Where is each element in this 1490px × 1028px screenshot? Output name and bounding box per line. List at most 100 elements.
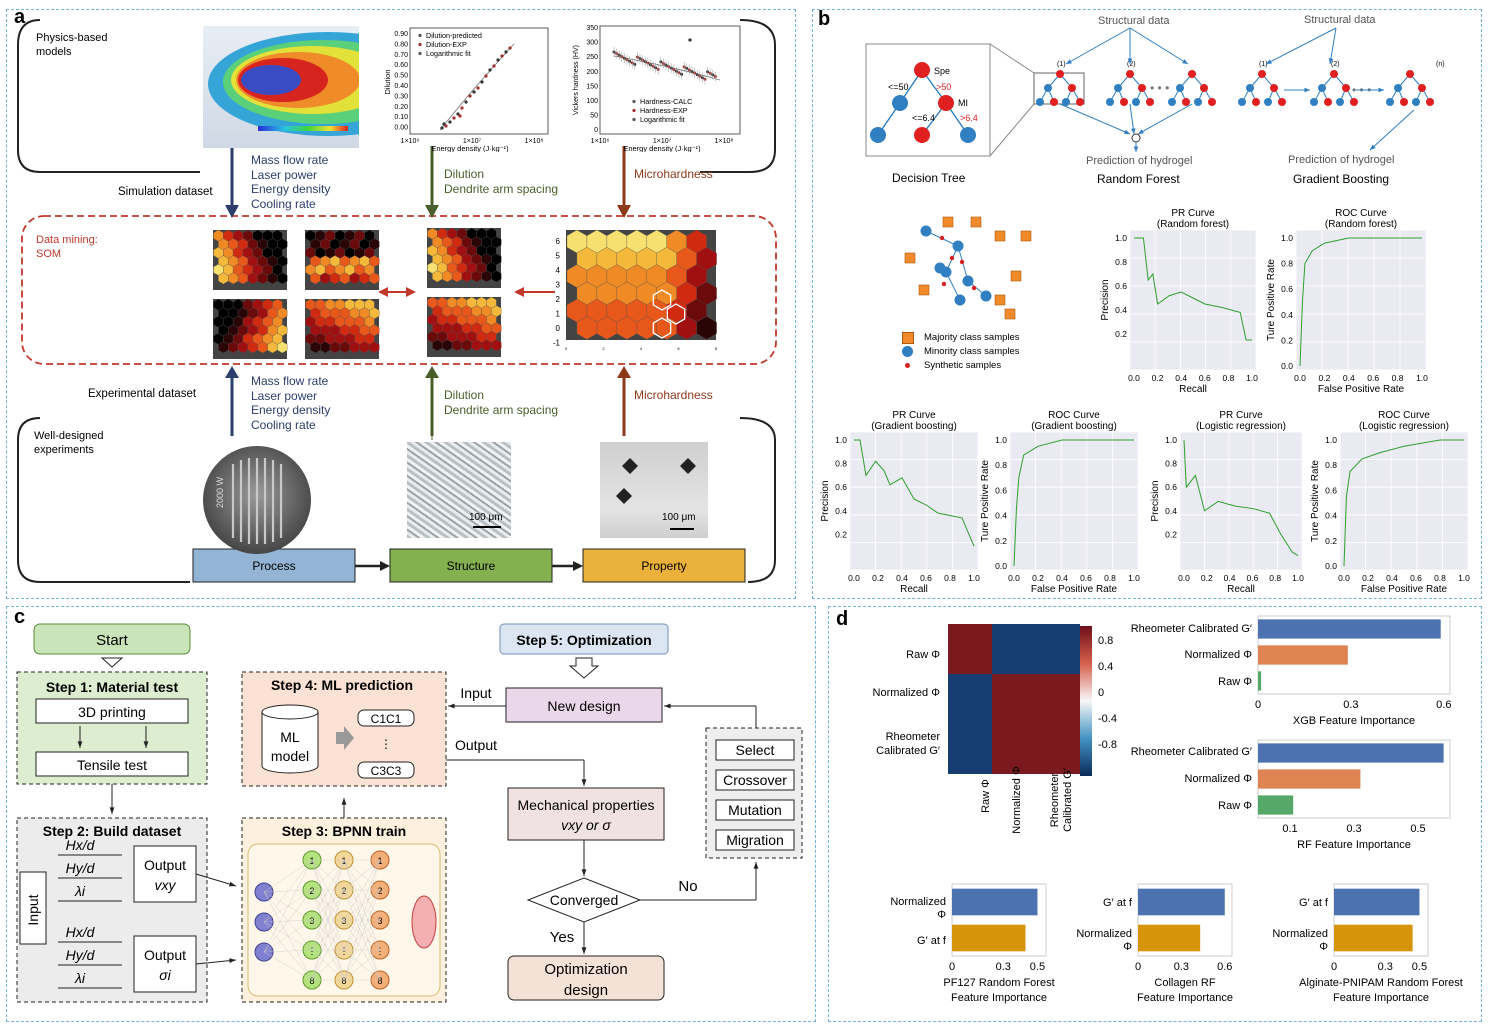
nn-output-node [411, 895, 437, 949]
step5-arrow [568, 657, 600, 679]
to-step3-2-head [229, 958, 236, 964]
ml-text-2: model [271, 748, 309, 764]
gb-tree-3-node [1386, 98, 1394, 106]
converged-text: Converged [550, 892, 619, 908]
plot-2-xtick: 0.4 [896, 573, 908, 583]
rf-tick: 0.3 [1346, 823, 1361, 835]
heatmap-cell [992, 724, 1036, 774]
rf-tree-2-node [1126, 70, 1134, 78]
plot-4-xtick: 0.6 [1246, 573, 1258, 583]
hm-row-2: Rheometer [886, 731, 941, 743]
som-big-ytick: 0 [556, 324, 561, 333]
hard-legend-mark [632, 108, 636, 113]
microhardness-top: Microhardness [634, 167, 713, 181]
hard-legend: Hardness-EXP [640, 106, 688, 115]
rf-tree-1-node [1050, 98, 1058, 106]
hard-frame [599, 25, 741, 135]
dil-point [488, 68, 492, 72]
plot-4-xtick: 0.0 [1178, 573, 1190, 583]
gb-tree-3-node [1412, 98, 1420, 106]
plot-1-ytick: 0.0 [1281, 361, 1293, 371]
panel-a-diagram [17, 19, 777, 583]
small-1-label-2: Normalized [1076, 928, 1132, 940]
synthetic-sample [959, 259, 965, 265]
plot-5-ytick: 1.0 [1325, 435, 1337, 445]
nn-l3-label: 3 [377, 916, 382, 926]
plot-3-xtick: 0.2 [1032, 573, 1044, 583]
hard-ytick: 0 [594, 127, 598, 134]
plot-4-curve [1183, 439, 1299, 557]
plot-0-xtick: 0.8 [1222, 373, 1234, 383]
majority-sample [942, 216, 954, 228]
tree-label-spe: Spe [934, 66, 950, 76]
prediction-rf: Prediction of hydrogel [1086, 155, 1193, 167]
plot-5-title-1: ROC Curve [1378, 410, 1430, 421]
minority-label: Minority class samples [924, 346, 1020, 357]
output-var-1: vxy [155, 877, 177, 893]
hm-col-1: Normalized Φ [1011, 766, 1023, 834]
plot-1-ytick: 0.2 [1281, 335, 1293, 345]
dil-point [500, 54, 504, 58]
dil-point [504, 50, 508, 54]
dil-point [484, 74, 488, 78]
plot-5-xtick: 0.2 [1362, 573, 1374, 583]
yes-label: Yes [550, 929, 574, 946]
rf-tree-2-node [1132, 98, 1140, 106]
panel-b-frame [812, 9, 1482, 599]
mech-box [507, 787, 665, 841]
nn-l1-label: 2 [309, 886, 314, 896]
scale-line-property [670, 528, 694, 530]
small-1-label-1: G′ at f [1103, 897, 1133, 909]
rf-in-2-head [1127, 58, 1133, 64]
tree-label-mi: MI [958, 98, 968, 108]
panel-d-frame [828, 606, 1482, 1022]
nn-edge [343, 889, 381, 981]
tree-node [892, 95, 908, 111]
plot-3-ytick: 0.8 [995, 460, 1007, 470]
scale-bar-property: 100 μm [662, 512, 696, 523]
dil-point [480, 80, 484, 84]
random-forest-label: Random Forest [1097, 172, 1180, 186]
dil-point [464, 100, 468, 104]
gb-tree-3-node [1394, 84, 1402, 92]
rf-tree-2-node [1138, 84, 1146, 92]
nn-edge [343, 859, 381, 981]
minority-sample [980, 290, 992, 302]
plot-2-xlabel: Recall [900, 584, 928, 595]
to-step4-input-head [448, 703, 455, 709]
das-text-2: Dendrite arm spacing [444, 402, 559, 417]
gb-tree-2-node [1336, 98, 1344, 106]
plot-2-ylabel: Precision [820, 480, 831, 521]
to-step3-2 [195, 959, 237, 965]
rf-out-final-head [1133, 146, 1139, 152]
structure-box-label: Structure [446, 559, 496, 573]
small-0-tick: 0.5 [1030, 961, 1045, 973]
majority-sample [1020, 230, 1032, 242]
heatmap-cell [948, 624, 992, 674]
plot-0-xtick: 0.6 [1199, 373, 1211, 383]
plot-3-bg [1010, 432, 1138, 570]
dil-point [440, 126, 444, 130]
output-text-2: Output [144, 947, 186, 963]
var-1-1: Hy/d [66, 947, 96, 963]
plot-5-title-2: (Logistic regression) [1359, 421, 1449, 432]
tree-label-le64: <=6.4 [912, 113, 935, 123]
plot-5-ytick: 0.0 [1325, 561, 1337, 571]
no-label: No [678, 878, 697, 895]
som-a3-hex [277, 341, 288, 354]
nn-l2-label: 2 [341, 886, 346, 896]
dil-ytick: 0.30 [394, 93, 408, 100]
ml-arrow-icon [336, 726, 354, 750]
hard-legend: Logarithmic fit [640, 115, 685, 124]
minority-sample [952, 240, 964, 252]
gb-in-1 [1265, 27, 1337, 65]
dil-point [460, 106, 464, 110]
xgb-label: Raw Φ [1218, 676, 1252, 688]
som-big-tick: 8 [715, 346, 718, 351]
plot-0-xtick: 0.2 [1152, 373, 1164, 383]
cbar-tick: -0.4 [1098, 713, 1117, 725]
rf-tick: 0.5 [1410, 823, 1425, 835]
hard-xlabel: Energy density (J·kg⁻¹) [623, 144, 701, 152]
